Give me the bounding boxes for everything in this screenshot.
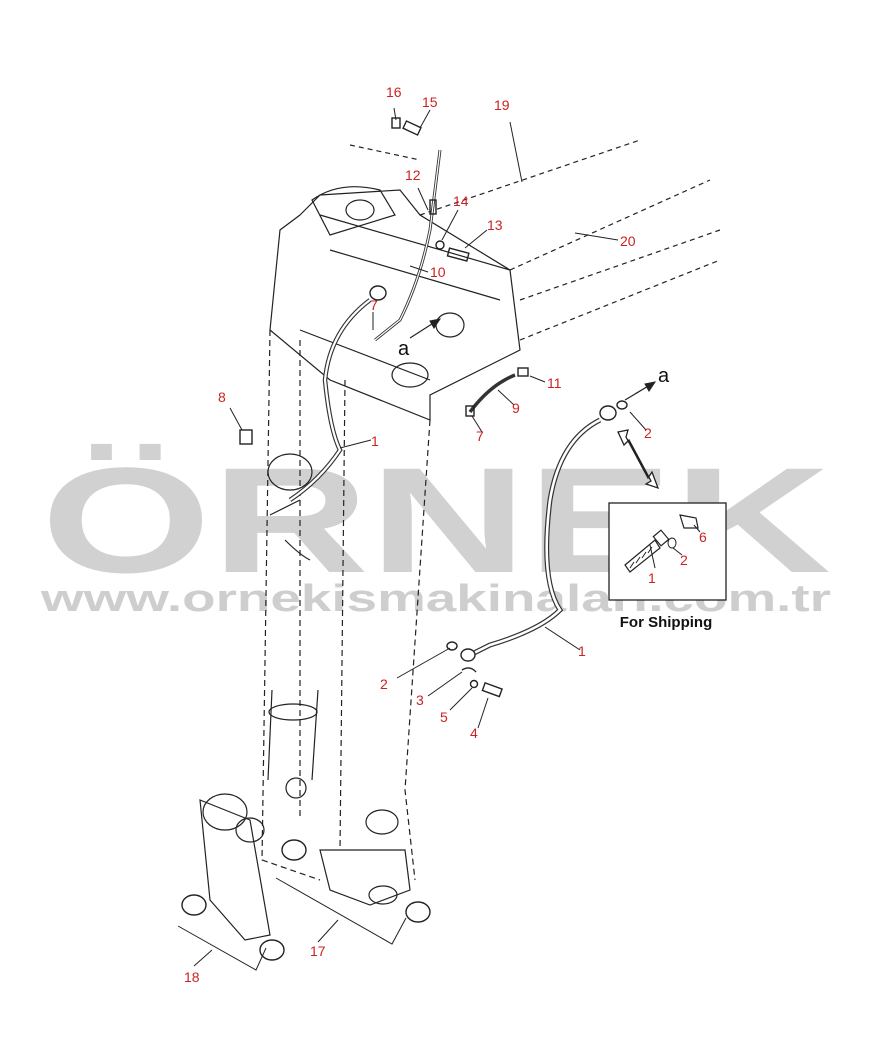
callout-4: 4 — [470, 725, 478, 741]
double-arrow-shape — [617, 429, 660, 490]
double-arrow — [617, 429, 660, 490]
leader-lines — [177, 107, 701, 971]
callout-2-top: 2 — [644, 425, 652, 441]
boom-upper-top-face — [299, 214, 511, 381]
pivot-upper — [435, 312, 465, 338]
arm-upper-line-b — [509, 179, 711, 271]
arrow-a-upper — [409, 321, 436, 339]
callout-6-inset: 6 — [699, 529, 707, 545]
boom-structure — [199, 139, 721, 941]
hose-9 — [468, 373, 516, 414]
clamp-3 — [461, 667, 477, 673]
boom-foot — [319, 849, 411, 906]
hose-10-inner — [374, 149, 441, 341]
callout-1-inset: 1 — [648, 570, 656, 586]
o-ring-2-bottom — [446, 641, 458, 651]
foot-bracket-hub-b — [235, 817, 265, 843]
arrow-a-right — [624, 384, 651, 401]
callout-12: 12 — [405, 167, 421, 183]
inset-o-ring — [667, 537, 677, 549]
foot-bracket — [199, 799, 271, 941]
callout-2-inset: 2 — [680, 552, 688, 568]
boom-body-left — [261, 329, 321, 881]
boom-foot-pin — [365, 809, 399, 835]
fitting-7 — [465, 405, 475, 417]
flange-bottom — [460, 648, 476, 662]
callout-16: 16 — [386, 84, 402, 100]
callout-15: 15 — [422, 94, 438, 110]
view-arrows — [409, 318, 657, 401]
boom-cylinder — [267, 689, 319, 781]
flange-top-right — [599, 405, 617, 421]
callout-17: 17 — [310, 943, 326, 959]
flange-left — [369, 285, 387, 301]
washer-5 — [469, 679, 479, 689]
inset-bolt — [624, 529, 670, 573]
bolt-4 — [481, 682, 503, 698]
boom-foot-boss — [368, 885, 398, 905]
boom-upper-outline — [269, 189, 521, 421]
inset-plate — [679, 514, 699, 529]
callout-2-bottom: 2 — [380, 676, 388, 692]
arm-upper-line-a — [419, 139, 641, 216]
hose-1-left-inner — [289, 299, 371, 501]
cylinder-gland — [268, 703, 318, 721]
inset-caption: For Shipping — [620, 614, 712, 631]
callout-10: 10 — [430, 264, 446, 280]
callout-11: 11 — [547, 375, 562, 391]
callout-7-upper: 7 — [370, 297, 378, 313]
clamp-ring-a — [281, 839, 307, 861]
callout-13: 13 — [487, 217, 503, 233]
callout-9: 9 — [512, 400, 520, 416]
clamp-ring-b — [405, 901, 431, 923]
fitting-15 — [402, 120, 422, 136]
inset-frame — [608, 502, 727, 601]
arrow-a-upper-head — [429, 318, 442, 329]
arm-cross-line — [349, 144, 421, 161]
arm-upper-line-d — [519, 259, 721, 341]
callout-1-left: 1 — [371, 433, 379, 449]
callout-8: 8 — [218, 389, 226, 405]
view-marker-a-upper: a — [398, 338, 410, 360]
hose-assembly — [181, 117, 628, 961]
callout-3: 3 — [416, 692, 424, 708]
o-ring-2-top — [616, 400, 628, 410]
foot-bracket-hub — [202, 793, 248, 831]
boom-body-right — [404, 419, 431, 881]
pivot-center — [391, 362, 429, 388]
cylinder-rod-end — [285, 777, 307, 799]
view-marker-a-right: a — [658, 365, 670, 387]
view-markers: a a — [398, 338, 670, 387]
fitting-12 — [429, 199, 437, 215]
boom-head-lug — [311, 186, 396, 236]
callout-labels: 16 15 19 12 14 13 20 10 7 8 1 11 9 7 2 6… — [184, 84, 707, 985]
callout-7-lower: 7 — [476, 428, 484, 444]
callout-1-long: 1 — [578, 643, 586, 659]
callout-20: 20 — [620, 233, 636, 249]
callout-14: 14 — [453, 193, 469, 209]
washer-14 — [435, 240, 445, 250]
callout-19: 19 — [494, 97, 510, 113]
hose-1-long-inner — [469, 418, 601, 657]
grease-line — [269, 499, 311, 561]
bolt-13 — [446, 247, 470, 262]
shipping-inset: For Shipping — [608, 502, 727, 631]
callout-5: 5 — [440, 709, 448, 725]
fitting-8 — [239, 429, 253, 445]
clamp-ring-c — [181, 894, 207, 916]
arrow-a-right-head — [644, 381, 657, 392]
boom-body-inner-right — [339, 379, 346, 851]
callout-18: 18 — [184, 969, 200, 985]
clamp-ring-d — [259, 939, 285, 961]
boom-head-pin — [345, 199, 375, 221]
pivot-left — [267, 453, 313, 491]
fitting-11 — [517, 367, 529, 377]
